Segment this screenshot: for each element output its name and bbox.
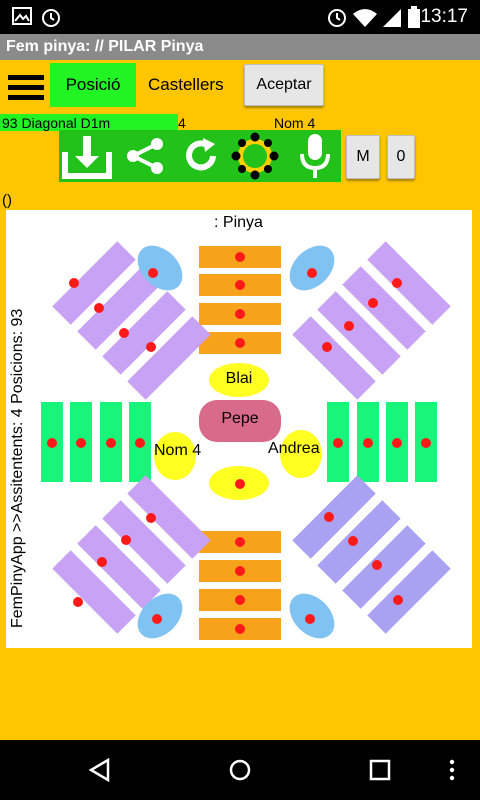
position-dot <box>235 479 245 489</box>
position-dot <box>152 614 162 624</box>
navigation-bar <box>0 740 480 800</box>
position-dot <box>235 338 245 348</box>
position-dot <box>235 566 245 576</box>
position-dot <box>392 278 402 288</box>
vertical-info: FemPinyApp >>Assitentents: 4 Posicions: … <box>9 308 26 628</box>
position-dot <box>47 438 57 448</box>
position-label-bg <box>0 114 178 131</box>
left-name: Nom 4 <box>154 442 202 459</box>
microphone-icon[interactable] <box>297 132 333 180</box>
m-button-label: M <box>356 148 370 165</box>
alarm-status-icon <box>328 9 346 27</box>
field-title: : Pinya <box>214 214 263 231</box>
share-icon[interactable] <box>125 136 165 176</box>
position-dot <box>305 614 315 624</box>
tab-castellers-label: Castellers <box>148 75 224 94</box>
overflow-menu-icon[interactable] <box>446 758 458 782</box>
action-icon-bar <box>59 130 341 182</box>
position-dot <box>363 438 373 448</box>
position-label: 93 Diagonal D1m <box>2 115 111 131</box>
position-dot <box>344 321 354 331</box>
position-dot <box>69 278 79 288</box>
zero-button-label: 0 <box>396 148 406 165</box>
position-dot <box>106 438 116 448</box>
position-dot <box>392 438 402 448</box>
position-dot <box>76 438 86 448</box>
position-dot <box>135 438 145 448</box>
menu-button[interactable] <box>8 70 44 105</box>
position-dot <box>333 438 343 448</box>
signal-icon <box>383 9 401 27</box>
download-icon[interactable] <box>61 134 113 180</box>
right-name: Andrea <box>268 440 320 457</box>
zero-button[interactable]: 0 <box>387 135 415 179</box>
position-dot <box>119 328 129 338</box>
position-dot <box>235 624 245 634</box>
refresh-icon[interactable] <box>181 136 221 176</box>
position-dot <box>324 512 334 522</box>
center-top-name: Blai <box>225 370 253 387</box>
menu-icon-line <box>8 95 44 100</box>
pinya-field[interactable]: : Pinya FemPinyApp >>Assitentents: 4 Pos… <box>6 210 472 648</box>
position-dot <box>368 298 378 308</box>
accept-button-label: Aceptar <box>256 76 312 93</box>
position-dot <box>393 595 403 605</box>
selected-name: Nom 4 <box>274 115 316 131</box>
position-slot-oval[interactable] <box>209 363 269 397</box>
position-dot <box>148 268 158 278</box>
tab-position[interactable]: Posició <box>50 63 136 107</box>
position-dot <box>97 557 107 567</box>
position-dot <box>235 309 245 319</box>
position-slot-oval[interactable] <box>280 430 322 478</box>
position-dot <box>235 252 245 262</box>
position-dot <box>348 536 358 546</box>
position-dot <box>307 268 317 278</box>
menu-icon-line <box>8 85 44 90</box>
position-dot <box>146 513 156 523</box>
wifi-icon <box>353 9 377 27</box>
center-name: Pepe <box>221 410 259 427</box>
position-slot-center[interactable] <box>199 400 281 442</box>
position-slot-oval[interactable] <box>154 432 196 480</box>
home-icon[interactable] <box>228 758 252 782</box>
tab-position-label: Posició <box>65 75 121 94</box>
paren-text: () <box>2 192 12 209</box>
position-dot <box>235 537 245 547</box>
attendee-count: 4 <box>178 115 186 131</box>
m-button[interactable]: M <box>346 135 380 179</box>
position-dot <box>146 342 156 352</box>
pinya-icon[interactable] <box>231 132 279 180</box>
position-dot <box>94 303 104 313</box>
position-dot <box>372 560 382 570</box>
position-dot <box>235 595 245 605</box>
position-dot <box>235 280 245 290</box>
alarm-notification-icon <box>42 9 60 27</box>
status-bar: 13:17 <box>0 0 480 34</box>
clock: 13:17 <box>420 6 468 27</box>
image-notification-icon <box>12 7 32 25</box>
menu-icon-line <box>8 75 44 80</box>
position-dot <box>322 342 332 352</box>
accept-button[interactable]: Aceptar <box>244 64 324 106</box>
position-dot <box>73 597 83 607</box>
battery-icon <box>408 6 420 28</box>
tab-castellers[interactable]: Castellers <box>148 63 224 107</box>
position-dot <box>421 438 431 448</box>
back-icon[interactable] <box>88 758 112 782</box>
position-dot <box>121 535 131 545</box>
app-title: Fem pinya: // PILAR Pinya <box>6 38 204 55</box>
recents-icon[interactable] <box>368 758 392 782</box>
title-bar: Fem pinya: // PILAR Pinya <box>0 34 480 60</box>
